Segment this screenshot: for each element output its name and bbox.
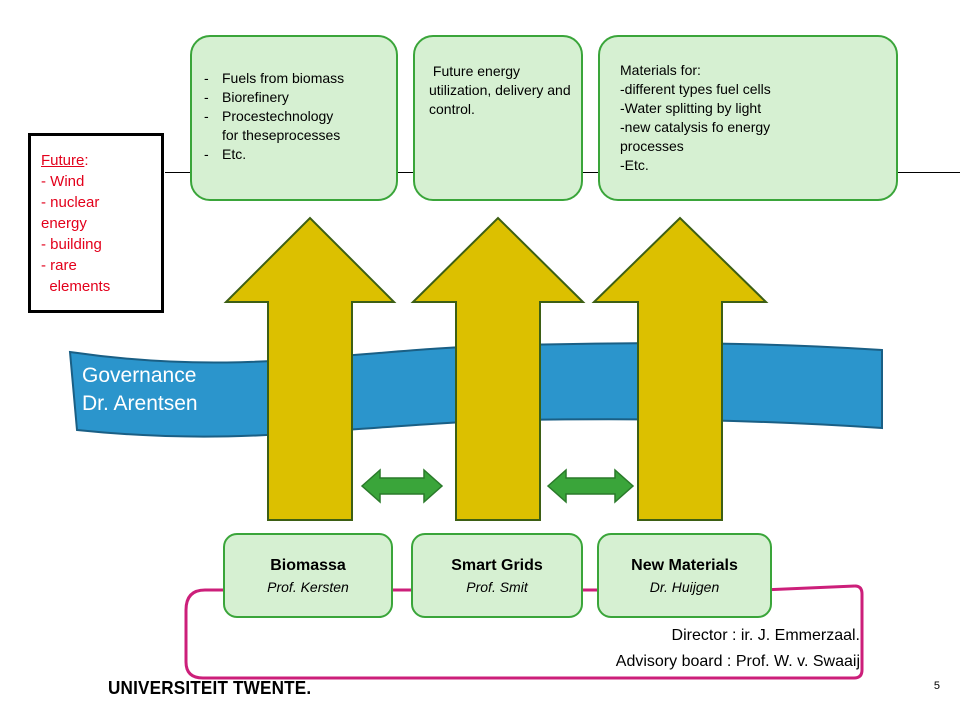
list-item-continuation: for theseprocesses bbox=[222, 127, 341, 143]
director-text: Director : ir. J. Emmerzaal. bbox=[671, 627, 860, 644]
future-item: - building bbox=[41, 236, 102, 253]
program-person: Prof. Kersten bbox=[267, 579, 349, 595]
topbox-materials-outcomes: Materials for: -different types fuel cel… bbox=[598, 35, 898, 201]
program-person: Prof. Smit bbox=[466, 579, 528, 595]
materials-line: -Water splitting by light bbox=[620, 100, 762, 116]
list-item: -Procestechnology bbox=[204, 108, 334, 124]
advisory-bracket bbox=[184, 584, 864, 680]
university-logo: UNIVERSITEIT TWENTE. bbox=[108, 678, 312, 698]
future-item: - Wind bbox=[41, 173, 85, 190]
materials-line: -different types fuel cells bbox=[620, 81, 771, 97]
page-number: 5 bbox=[933, 680, 940, 692]
materials-line: -Etc. bbox=[620, 157, 649, 173]
future-item: - rare bbox=[41, 257, 77, 274]
program-title: New Materials bbox=[631, 557, 738, 574]
list-item: -Fuels from biomass bbox=[204, 70, 345, 86]
arrow-up-biomass bbox=[223, 216, 397, 521]
topbox-biomass-outcomes: -Fuels from biomass -Biorefinery -Proces… bbox=[190, 35, 398, 201]
program-box-biomassa: Biomassa Prof. Kersten bbox=[223, 533, 393, 618]
materials-line: -new catalysis fo energy bbox=[620, 119, 771, 135]
governance-person: Dr. Arentsen bbox=[82, 392, 198, 415]
governance-title: Governance bbox=[82, 364, 197, 387]
program-box-smart-grids: Smart Grids Prof. Smit bbox=[411, 533, 583, 618]
materials-line: Materials for: bbox=[620, 62, 701, 78]
future-item: elements bbox=[41, 278, 111, 295]
program-title: Biomassa bbox=[270, 557, 346, 574]
program-box-new-materials: New Materials Dr. Huijgen bbox=[597, 533, 772, 618]
future-item: - nuclear bbox=[41, 194, 100, 211]
arrow-up-smart-grids bbox=[410, 216, 586, 521]
governance-label: Governance Dr. Arentsen bbox=[82, 362, 198, 418]
double-arrow-left bbox=[360, 468, 444, 504]
double-arrow-right bbox=[546, 468, 635, 504]
list-item: -Biorefinery bbox=[204, 89, 289, 105]
future-box: Future: - Wind - nuclear energy - buildi… bbox=[28, 133, 164, 313]
materials-line: processes bbox=[620, 138, 684, 154]
advisory-board-text: Advisory board : Prof. W. v. Swaaij bbox=[615, 653, 860, 670]
topbox-smart-grids-outcomes: Future energy utilization, delivery and … bbox=[413, 35, 583, 201]
future-item: energy bbox=[41, 215, 87, 232]
future-title: Future bbox=[41, 152, 85, 169]
list-item: -Etc. bbox=[204, 146, 247, 162]
program-person: Dr. Huijgen bbox=[649, 579, 720, 595]
topbox-grids-text: Future energy utilization, delivery and … bbox=[429, 63, 575, 117]
arrow-up-new-materials bbox=[591, 216, 769, 521]
program-title: Smart Grids bbox=[451, 557, 543, 574]
